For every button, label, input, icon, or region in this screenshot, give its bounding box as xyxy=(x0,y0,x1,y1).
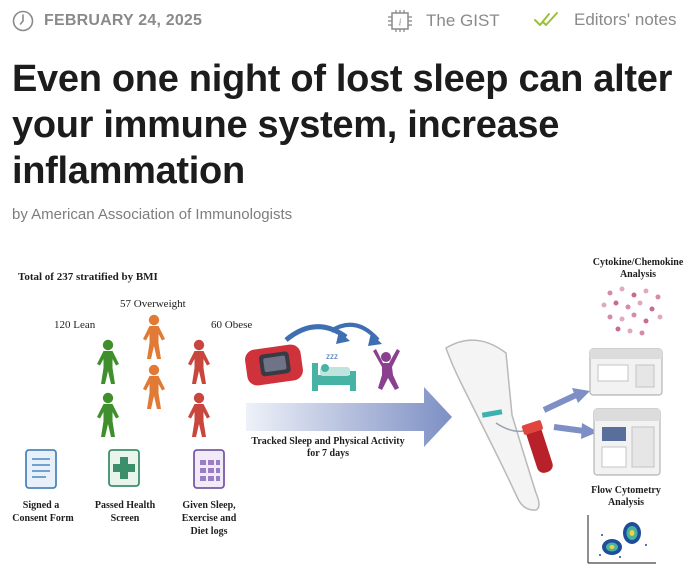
cytokine-label-line2: Analysis xyxy=(620,269,656,280)
cytokine-label-line1: Cytokine/Chemokine xyxy=(593,257,684,268)
clock-icon xyxy=(12,10,34,32)
step-labels: Signed a Consent Form Passed Health Scre… xyxy=(12,500,236,537)
flow-cytometer-machine xyxy=(593,408,661,476)
article-meta-bar: FEBRUARY 24, 2025 i The GIST Editors' no… xyxy=(12,10,688,34)
double-check-icon xyxy=(534,12,558,26)
date-text: FEBRUARY 24, 2025 xyxy=(44,12,203,29)
total-label: Total of 237 stratified by BMI xyxy=(18,271,158,283)
step-consent-line2: Consent Form xyxy=(12,513,74,524)
consent-form-icon xyxy=(25,449,57,489)
group-label-overweight: 57 Overweight xyxy=(120,298,186,310)
cytokine-particles xyxy=(601,286,663,336)
step-logs-line1: Given Sleep, xyxy=(182,500,236,511)
obese-group-people xyxy=(188,339,210,437)
group-label-obese: 60 Obese xyxy=(211,319,252,331)
article-byline[interactable]: by American Association of Immunologists xyxy=(12,206,293,223)
chip-icon: i xyxy=(388,10,412,32)
arm-illustration xyxy=(445,339,540,511)
timeline-arrow xyxy=(246,387,452,447)
study-figure: Total of 237 stratified by BMI 120 Lean … xyxy=(12,257,684,564)
the-gist-link[interactable]: i The GIST xyxy=(388,10,500,32)
step-health-line1: Passed Health xyxy=(95,500,156,511)
health-screen-icon xyxy=(108,449,140,487)
active-person-icon xyxy=(373,349,400,390)
blood-tube-icon xyxy=(521,420,553,473)
step-consent-line1: Signed a xyxy=(23,500,59,511)
gist-label: The GIST xyxy=(426,11,500,30)
tracked-label-line1: Tracked Sleep and Physical Activity xyxy=(251,436,404,447)
tracked-label-line2: for 7 days xyxy=(307,448,349,459)
step-health-line2: Screen xyxy=(111,513,140,524)
lean-group-people xyxy=(97,339,119,437)
editors-notes-link[interactable]: Editors' notes xyxy=(534,10,676,30)
flow-cytometry-plot xyxy=(587,515,656,564)
curved-arrow-activity xyxy=(329,322,380,342)
fitness-tracker-icon xyxy=(245,344,303,386)
editors-notes-label: Editors' notes xyxy=(574,10,677,29)
step-logs-line3: Diet logs xyxy=(191,526,228,537)
svg-text:zzz: zzz xyxy=(326,352,338,361)
article-date: FEBRUARY 24, 2025 xyxy=(12,10,202,32)
article-headline: Even one night of lost sleep can alter y… xyxy=(12,58,673,192)
svg-text:i: i xyxy=(399,18,402,29)
diet-logs-icon xyxy=(193,449,225,489)
cytokine-analyzer-machine xyxy=(589,348,663,396)
group-label-lean: 120 Lean xyxy=(54,319,96,331)
flow-label-line2: Analysis xyxy=(608,497,644,508)
flow-label-line1: Flow Cytometry xyxy=(591,485,661,496)
bed-icon: zzz xyxy=(312,352,356,391)
step-logs-line2: Exercise and xyxy=(182,513,237,524)
tourniquet xyxy=(481,409,503,418)
overweight-group-people xyxy=(143,314,165,409)
